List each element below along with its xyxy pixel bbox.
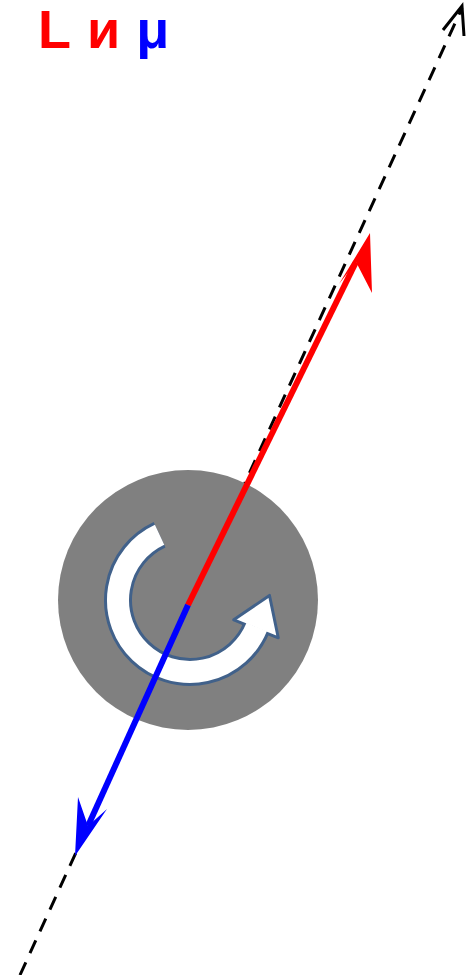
rotation-arrow xyxy=(118,535,278,672)
angular-momentum-head xyxy=(339,233,372,293)
heading: Lиμ xyxy=(38,2,169,56)
magnetic-moment-vector xyxy=(88,605,188,826)
axis-line xyxy=(20,8,462,975)
angular-momentum-vector xyxy=(188,262,356,605)
symbol-label: L xyxy=(38,2,71,56)
symbol-label: и xyxy=(87,2,120,56)
symbol-label: μ xyxy=(136,2,169,56)
magnetic-moment-head xyxy=(75,797,107,856)
axis-arrowhead xyxy=(443,6,464,36)
